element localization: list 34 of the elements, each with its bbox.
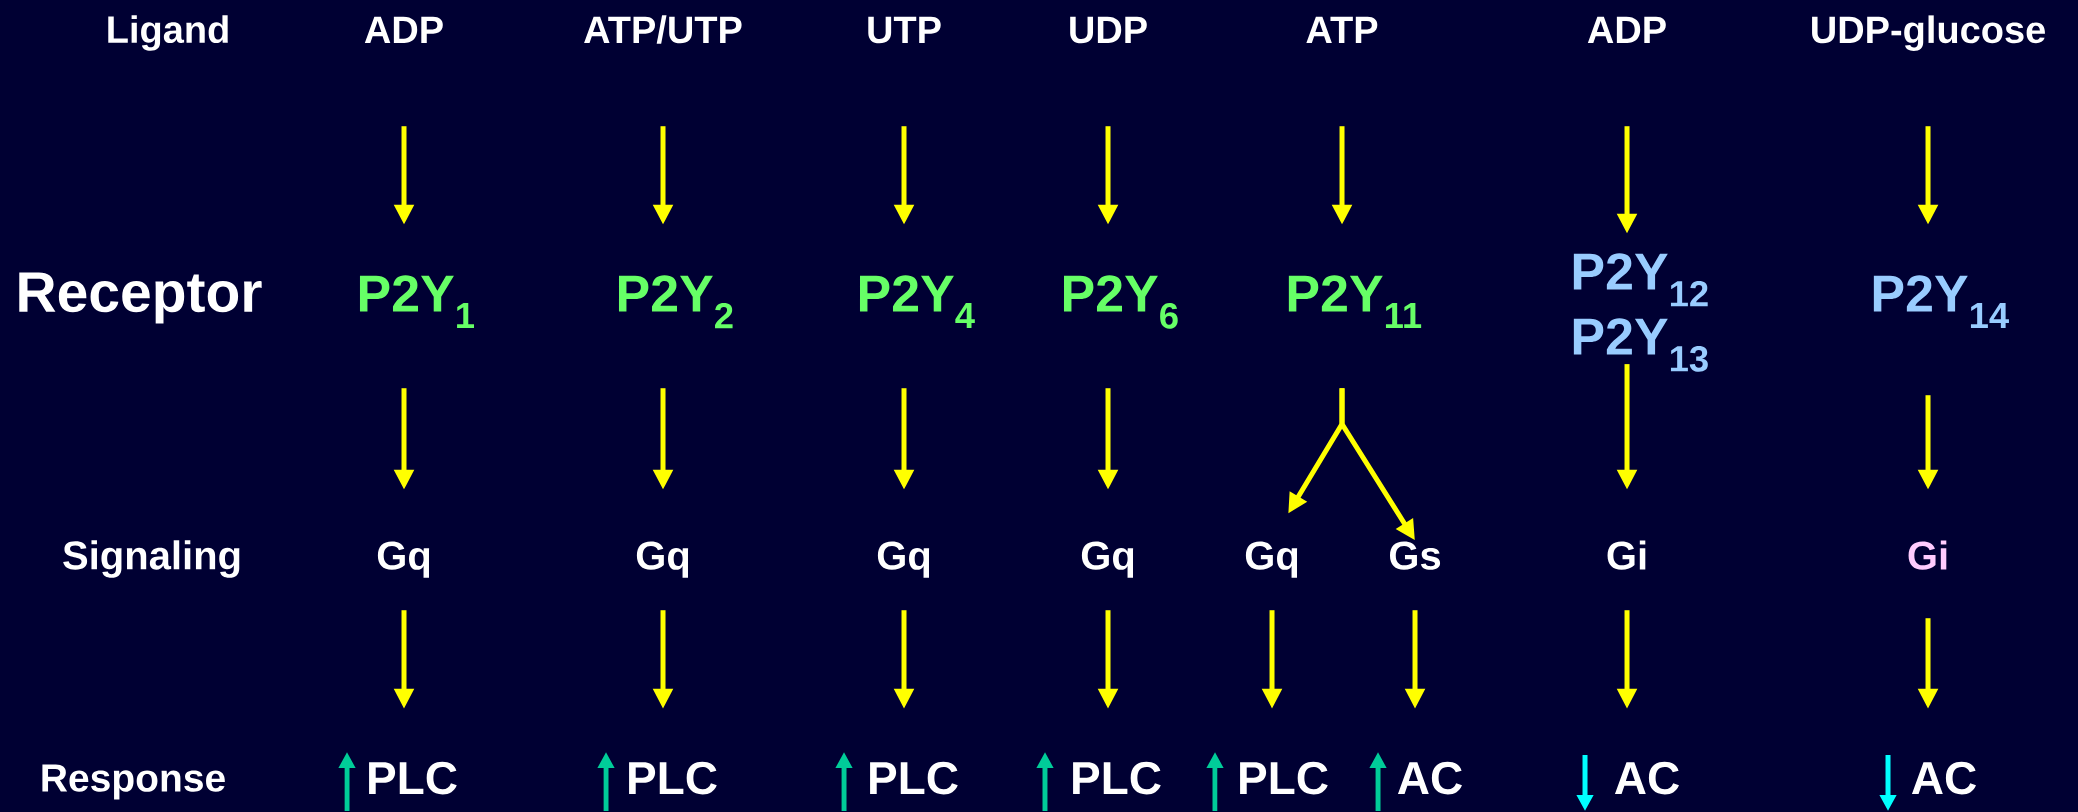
ligand-label: UDP — [1070, 16, 1147, 44]
receptor-label: P2Y$_{2}$ — [618, 275, 733, 329]
response-label: AC — [1397, 761, 1462, 795]
response-label: PLC — [870, 761, 958, 795]
receptor-label: P2Y$_{6}$ — [1064, 275, 1178, 329]
g-protein-label: Gq — [636, 541, 689, 578]
g-protein-label: Gi — [1607, 540, 1646, 570]
response-label: PLC — [1073, 761, 1161, 795]
receptor-label: P2Y$_{4}$ — [860, 275, 975, 328]
receptor-label: P2Y$_{1}$ — [359, 275, 474, 328]
ligand-label: ATP/UTP — [584, 15, 742, 44]
g-protein-label: Gq — [877, 541, 930, 578]
g-protein-label: Gi — [1908, 540, 1947, 570]
receptor-label: P2Y$_{12}$ P2Y$_{13}$ — [1573, 253, 1708, 372]
row-heading: Receptor — [19, 272, 262, 324]
ligand-label: ADP — [1587, 16, 1666, 43]
response-label: AC — [1911, 761, 1976, 795]
response-label: PLC — [1240, 761, 1328, 795]
response-label: PLC — [629, 761, 717, 795]
row-heading: Signaling — [63, 540, 240, 578]
ligand-label: ADP — [364, 16, 443, 43]
response-label: AC — [1614, 761, 1679, 795]
receptor-label: P2Y$_{14}$ — [1873, 275, 2009, 328]
receptor-label: P2Y$_{11}$ — [1288, 275, 1422, 328]
g-protein-label: Gq — [377, 541, 430, 578]
g-protein-label: Gq — [1245, 541, 1298, 578]
g-protein-label: Gq — [1081, 541, 1134, 578]
ligand-label: ATP — [1306, 16, 1378, 43]
response-label: PLC — [369, 761, 457, 795]
row-heading: Ligand — [108, 15, 228, 51]
ligand-label: UDP-glucose — [1812, 15, 2045, 51]
ligand-label: UTP — [868, 16, 941, 44]
row-heading: Response — [42, 764, 225, 800]
g-protein-label: Gs — [1390, 541, 1441, 570]
